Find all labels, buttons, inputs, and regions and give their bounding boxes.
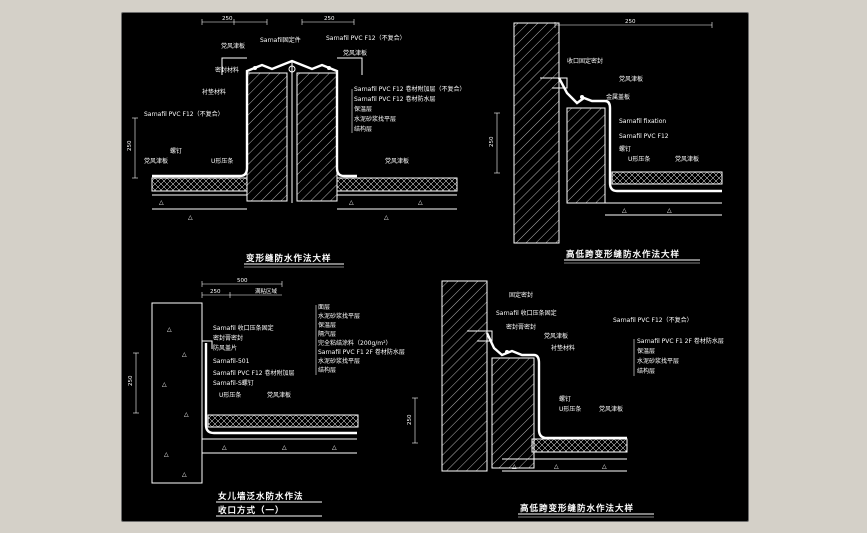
c-dim-500: 500 xyxy=(237,278,248,284)
svg-text:△: △ xyxy=(167,326,172,333)
detail-c-subtitle: 收口方式（一） xyxy=(218,505,285,516)
detail-a-expansion-joint: 250 250 250 △ △ △ △ △ Sarnafil固定件 Sarnafil … xyxy=(127,16,466,268)
svg-text:△: △ xyxy=(182,351,187,358)
svg-text:△: △ xyxy=(512,463,517,470)
detail-b-title: 高低跨变形缝防水作法大样 xyxy=(566,249,680,260)
a-label-pvc-main: Sarnafil PVC F12 卷材防水层 xyxy=(354,95,436,103)
d-label-mortar: 水泥砂浆找平层 xyxy=(637,357,679,365)
d-label-sealant: 密封膏密封 xyxy=(506,323,536,331)
c-dim-250: 250 xyxy=(210,289,221,295)
svg-text:△: △ xyxy=(222,444,227,451)
cad-drawing-canvas: 250 250 250 △ △ △ △ △ Sarnafil固定件 Sarnafil … xyxy=(121,12,749,522)
svg-text:△: △ xyxy=(349,199,354,206)
a-label-wind-right: 党风津板 xyxy=(343,49,367,57)
d-label-pvc-top: Sarnafil PVC F12（不复合） xyxy=(613,316,693,324)
c-label-screed: 水泥砂浆找平层 xyxy=(318,357,360,365)
c-label-coat: 完全粘结涂料（200g/m²） xyxy=(318,339,392,347)
detail-c-parapet-flashing: 500 250 满粘区域 250 △ △ △ △ △ △ △ △ △ 面层 水泥砂浆找平层… xyxy=(128,278,405,517)
a-dim-250-right: 250 xyxy=(324,16,335,22)
a-label-mortar: 水泥砂浆找平层 xyxy=(354,115,396,123)
svg-text:△: △ xyxy=(332,444,337,451)
a-dim-250-vertical: 250 xyxy=(127,140,133,151)
d-label-ubar: U形压条 xyxy=(559,405,581,413)
svg-text:△: △ xyxy=(384,214,389,221)
d-label-pvc-main: Sarnafil PVC F1 2F 卷材防水层 xyxy=(637,337,724,345)
c-label-screw: Sarnafil-S螺钉 xyxy=(213,379,254,387)
a-label-nail: 螺钉 xyxy=(170,147,182,155)
svg-text:△: △ xyxy=(554,463,559,470)
b-label-wind2: 党风津板 xyxy=(675,155,699,163)
a-label-seal: 密封材料 xyxy=(215,66,239,74)
c-label-insul: 保温层 xyxy=(318,321,336,329)
b-label-nail: 螺钉 xyxy=(619,145,631,153)
svg-text:△: △ xyxy=(602,463,607,470)
detail-b-high-low-joint: 250 250 △ △ 收口固定密封 党风津板 金属盖板 Sarnafil fix… xyxy=(489,19,723,264)
a-label-wind: 党风津板 xyxy=(221,42,245,50)
c-label-vapor: 隔汽层 xyxy=(318,330,336,338)
c-label-bar: Sarnafil 收口压条固定 xyxy=(213,324,274,332)
svg-text:△: △ xyxy=(667,207,672,214)
c-label-s501: Sarnafil-501 xyxy=(213,358,250,365)
a-label-pvc-add: Sarnafil PVC F12 卷材附加层（不复合） xyxy=(354,85,466,93)
a-label-rope: 衬垫材料 xyxy=(202,88,226,96)
svg-text:△: △ xyxy=(159,199,164,206)
svg-text:△: △ xyxy=(188,214,193,221)
b-label-pvc: Sarnafil PVC F12 xyxy=(619,133,669,140)
d-label-wind2: 党风津板 xyxy=(599,405,623,413)
a-label-wind3: 党风津板 xyxy=(385,157,409,165)
a-label-pvc-top: Sarnafil PVC F12（不复合） xyxy=(326,34,406,42)
a-label-wind2: 党风津板 xyxy=(144,157,168,165)
d-label-bar: Sarnafil 收口压条固定 xyxy=(496,309,557,317)
d-dim-250-vertical: 250 xyxy=(407,414,413,425)
b-label-seal: 收口固定密封 xyxy=(567,57,603,65)
c-label-mortar: 水泥砂浆找平层 xyxy=(318,312,360,320)
c-label-add: Sarnafil PVC F12 卷材附加层 xyxy=(213,369,295,377)
c-label-wind: 党风津板 xyxy=(267,391,291,399)
b-dim-250: 250 xyxy=(625,19,636,25)
a-label-slab: 结构层 xyxy=(354,125,372,133)
b-label-wind: 党风津板 xyxy=(619,75,643,83)
a-label-fix: Sarnafil固定件 xyxy=(260,36,301,44)
svg-text:△: △ xyxy=(162,381,167,388)
d-label-seal: 固定密封 xyxy=(509,291,533,299)
d-label-insul: 保温层 xyxy=(637,347,655,355)
svg-text:△: △ xyxy=(184,411,189,418)
c-label-pvc-main: Sarnafil PVC F1 2F 卷材防水层 xyxy=(318,348,405,356)
svg-text:△: △ xyxy=(182,471,187,478)
waterproofing-details-drawing: 250 250 250 △ △ △ △ △ Sarnafil固定件 Sarnafil … xyxy=(127,16,724,518)
c-label-roof: 面层 xyxy=(318,304,330,311)
a-label-pvc-left: Sarnafil PVC F12（不复合） xyxy=(144,110,224,118)
b-label-ubar: U形压条 xyxy=(628,155,650,163)
detail-d-high-low-joint: 250 △△△ 固定密封 Sarnafil 收口压条固定 密封膏密封 党风津板 … xyxy=(407,280,724,518)
d-label-slab: 结构层 xyxy=(637,367,655,375)
c-dim-250-vertical: 250 xyxy=(128,375,134,386)
detail-c-title: 女儿墙泛水防水作法 xyxy=(218,491,304,502)
b-dim-250-vertical: 250 xyxy=(489,136,495,147)
detail-d-title: 高低跨变形缝防水作法大样 xyxy=(520,503,634,514)
c-label-seal: 密封膏密封 xyxy=(213,334,243,342)
svg-text:△: △ xyxy=(622,207,627,214)
detail-a-title: 变形缝防水作法大样 xyxy=(246,253,332,264)
d-label-nail: 螺钉 xyxy=(559,395,571,403)
a-dim-250: 250 xyxy=(222,16,233,22)
b-label-fix: Sarnafil fixation xyxy=(619,118,666,125)
svg-text:△: △ xyxy=(164,451,169,458)
c-label-ubar: U形压条 xyxy=(219,391,241,399)
a-label-ubar: U形压条 xyxy=(211,157,233,165)
svg-text:△: △ xyxy=(282,444,287,451)
svg-text:△: △ xyxy=(418,199,423,206)
d-label-wind: 党风津板 xyxy=(544,332,568,340)
c-label-flash: 防风盖片 xyxy=(213,344,237,352)
c-label-slab: 结构层 xyxy=(318,366,336,374)
b-label-metal: 金属盖板 xyxy=(606,93,630,101)
d-label-rope: 衬垫材料 xyxy=(551,344,575,352)
a-label-insul: 保温层 xyxy=(354,105,372,113)
c-zone: 满粘区域 xyxy=(255,287,278,295)
